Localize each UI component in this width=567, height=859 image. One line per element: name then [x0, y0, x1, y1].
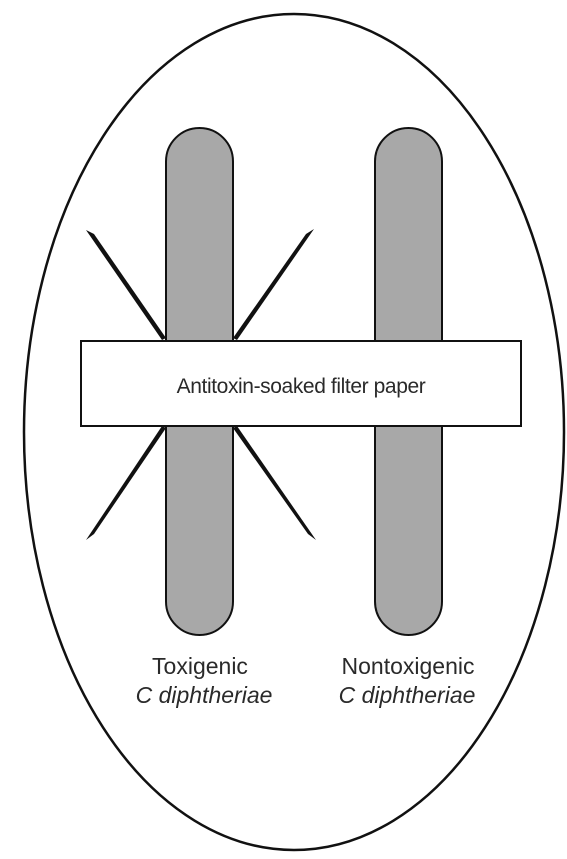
nontoxigenic-strain-label: Nontoxigenic: [342, 653, 475, 679]
petri-dish: [24, 14, 564, 850]
toxigenic-organism-label: C diphtheriae: [136, 682, 273, 708]
nontoxigenic-organism-label: C diphtheriae: [339, 682, 476, 708]
filter-paper-label: Antitoxin-soaked filter paper: [177, 375, 426, 398]
toxigenic-strain-label: Toxigenic: [152, 653, 248, 679]
